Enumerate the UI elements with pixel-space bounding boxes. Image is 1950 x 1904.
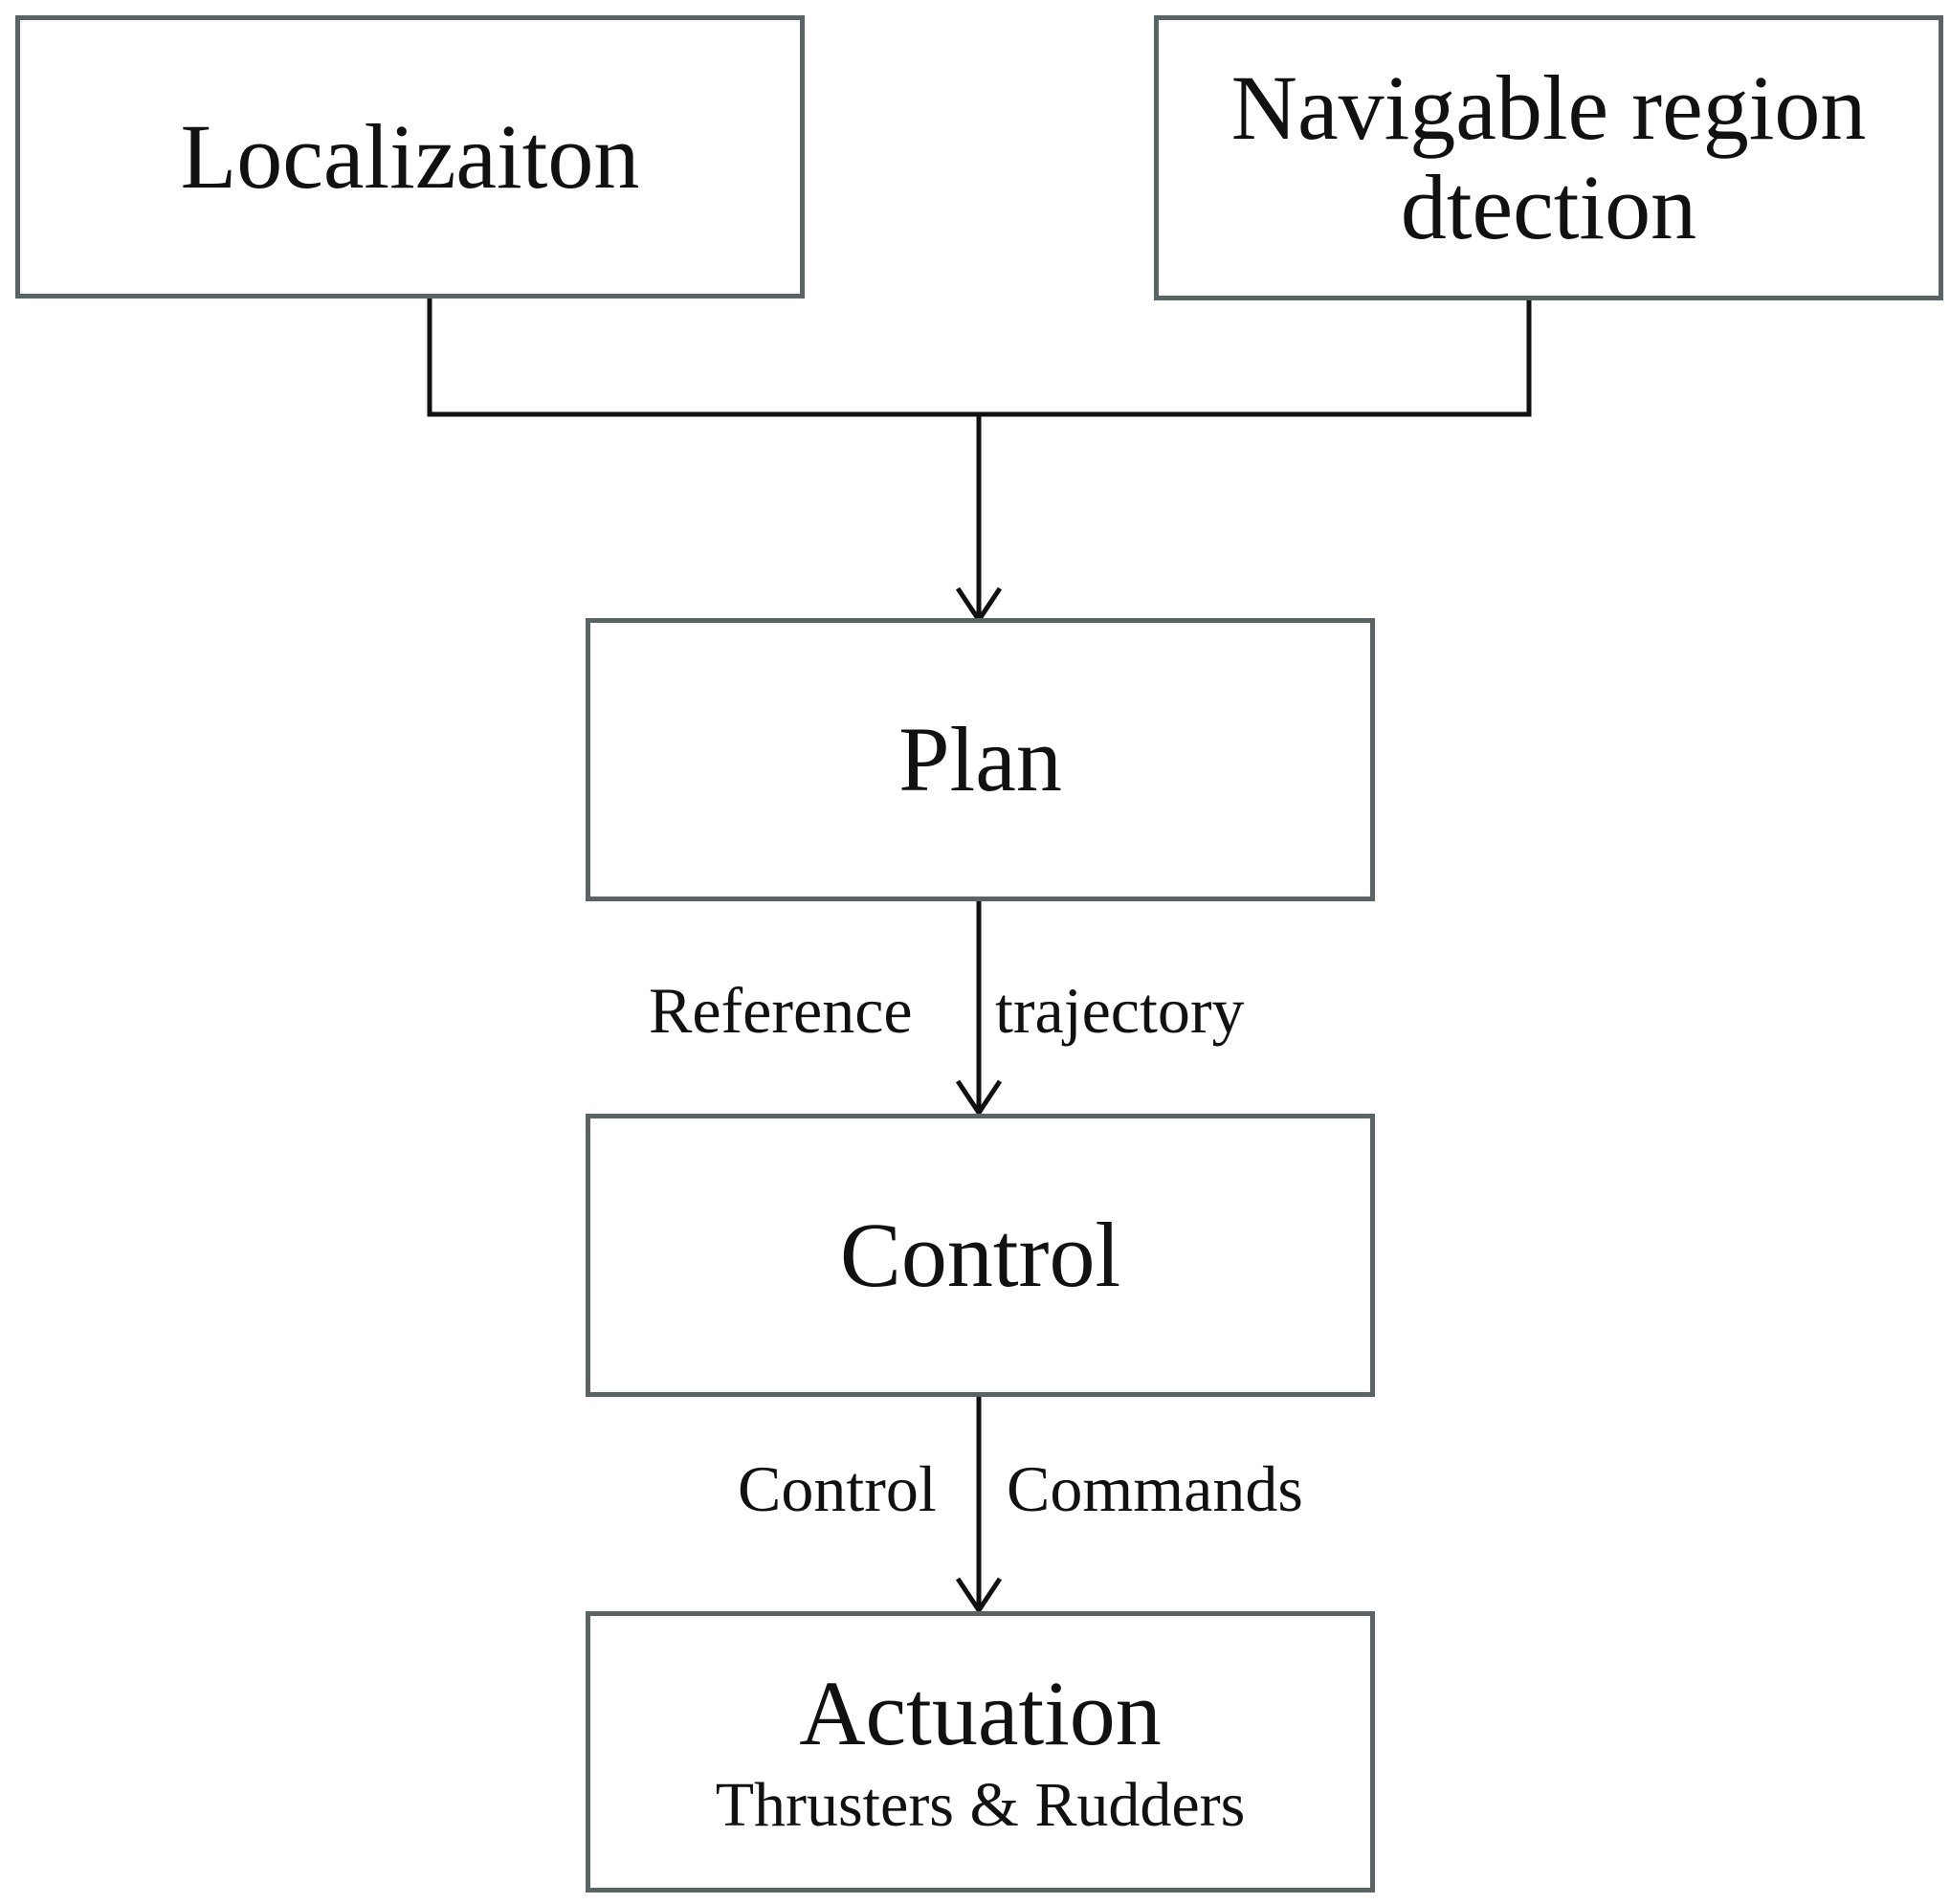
navigable-region-detection-label: Navigable region dtection xyxy=(1230,56,1867,258)
control-commands-left-label: Control xyxy=(738,1452,937,1525)
arrowhead-plan-to-control xyxy=(955,1079,1003,1118)
control-box: Control xyxy=(586,1114,1375,1397)
trajectory-label: trajectory xyxy=(995,974,1245,1047)
localization-label: Localizaiton xyxy=(180,105,640,209)
navigable-region-detection-box: Navigable region dtection xyxy=(1154,15,1943,300)
arrowhead-control-to-actuation xyxy=(955,1577,1003,1615)
merge-connector xyxy=(427,297,1532,417)
localization-box: Localizaiton xyxy=(15,15,805,299)
plan-label: Plan xyxy=(898,708,1062,811)
actuation-label: Actuation xyxy=(799,1661,1162,1764)
reference-label: Reference xyxy=(649,974,913,1047)
actuation-box: Actuation Thrusters & Rudders xyxy=(586,1611,1375,1893)
plan-box: Plan xyxy=(586,618,1375,901)
actuation-sublabel: Thrusters & Rudders xyxy=(715,1769,1246,1840)
control-label: Control xyxy=(839,1204,1121,1307)
control-commands-right-label: Commands xyxy=(1007,1452,1303,1525)
